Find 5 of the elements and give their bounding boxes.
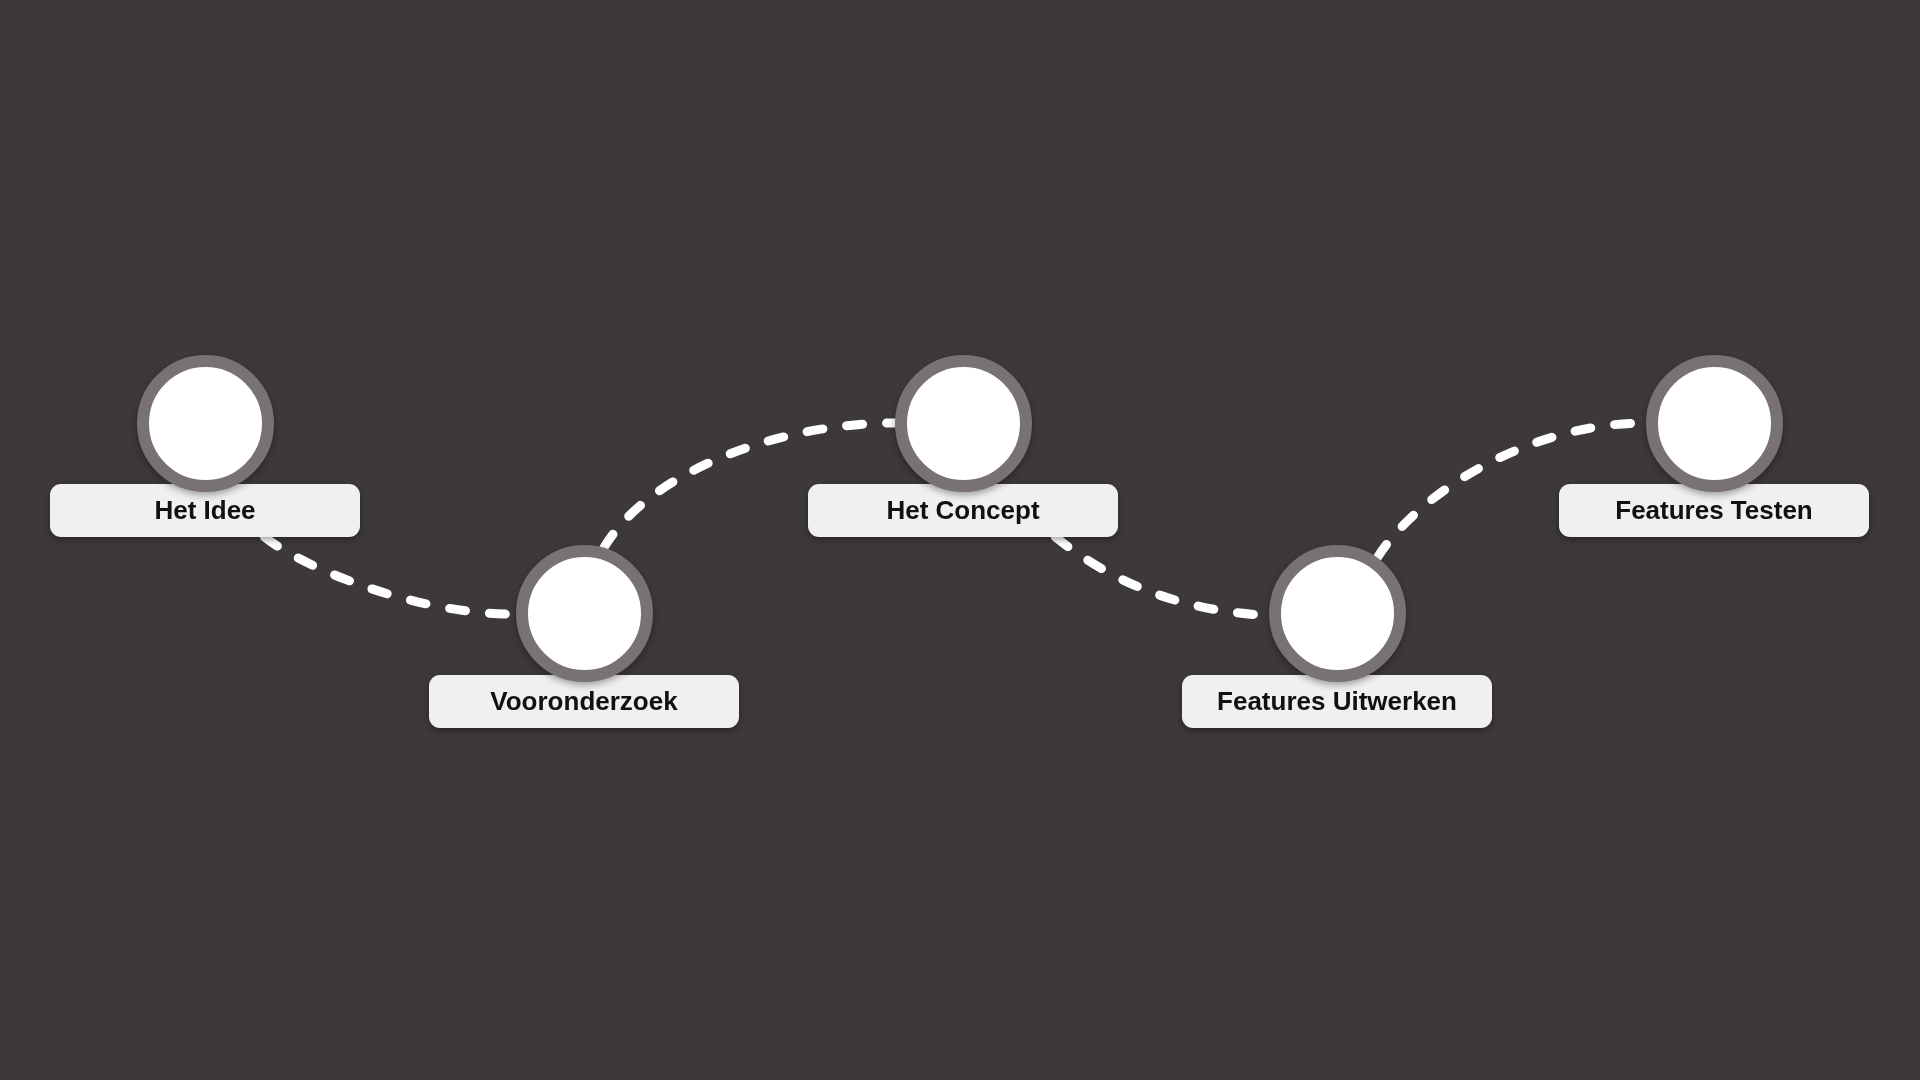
milestone-label: Het Concept: [808, 484, 1118, 537]
milestone-label: Het Idee: [50, 484, 360, 537]
milestone-label: Features Uitwerken: [1182, 675, 1492, 728]
milestone-label: Features Testen: [1559, 484, 1869, 537]
milestone-label: Vooronderzoek: [429, 675, 739, 728]
